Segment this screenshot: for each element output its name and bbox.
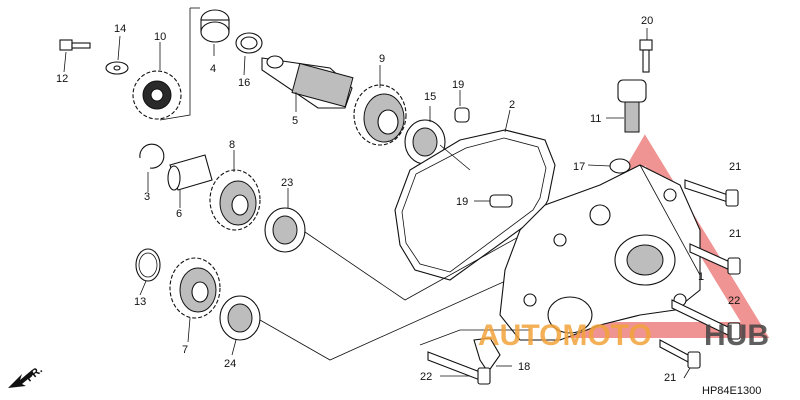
callout-22-a: 22 — [728, 295, 740, 307]
callout-8: 8 — [229, 139, 235, 151]
circlip-3 — [139, 143, 165, 169]
callout-12: 12 — [56, 73, 68, 85]
callout-1: 1 — [698, 271, 704, 283]
callout-21-b: 21 — [729, 228, 741, 240]
bearing-24 — [219, 295, 261, 341]
callout-5: 5 — [292, 115, 298, 127]
sprocket-10 — [132, 70, 182, 120]
leader-12 — [63, 51, 67, 73]
bolt-21-c — [659, 339, 701, 369]
callout-14: 14 — [114, 23, 126, 35]
bolt-22-a — [671, 299, 741, 340]
callout-2: 2 — [509, 99, 515, 111]
gasket-2 — [394, 129, 556, 281]
bolt-22-b — [427, 351, 491, 385]
watermark-text-part2: HUB — [704, 319, 769, 352]
callout-13: 13 — [134, 296, 146, 308]
bolt-21-a — [684, 179, 739, 207]
diagram-code: HP84E1300 — [702, 385, 761, 397]
collar-6 — [167, 154, 213, 191]
sensor-11 — [617, 79, 647, 133]
dowel-19-top — [454, 107, 470, 123]
callout-9: 9 — [379, 53, 385, 65]
gear-8 — [209, 169, 261, 231]
bolt-12 — [59, 39, 91, 51]
watermark-text-part1: AUTOMOTO — [478, 319, 652, 352]
bearing-4 — [200, 9, 230, 43]
bolt-21-b — [689, 243, 741, 275]
callout-21-c: 21 — [664, 372, 676, 384]
callout-17: 17 — [573, 161, 585, 173]
callout-22-b: 22 — [420, 371, 432, 383]
callout-15: 15 — [424, 91, 436, 103]
direction-label: FR. — [24, 364, 45, 385]
bolt-20 — [639, 39, 653, 73]
direction-arrow-icon — [8, 370, 34, 388]
bearing-15 — [404, 119, 446, 165]
callout-18: 18 — [518, 361, 530, 373]
dowel-19-mid — [489, 194, 513, 208]
callout-21-a: 21 — [729, 161, 741, 173]
bracket-18 — [473, 337, 501, 373]
callout-16: 16 — [238, 77, 250, 89]
callout-23: 23 — [281, 177, 293, 189]
gear-9 — [353, 84, 407, 146]
callout-11: 11 — [590, 113, 601, 125]
shaft-5 — [261, 55, 354, 109]
cover-1 — [499, 164, 701, 341]
callout-3: 3 — [144, 191, 150, 203]
callout-10: 10 — [154, 31, 166, 43]
bearing-23 — [264, 207, 306, 253]
callout-19-top: 19 — [452, 79, 464, 91]
callout-4: 4 — [210, 63, 216, 75]
circlip-13 — [135, 248, 161, 282]
callout-6: 6 — [176, 208, 182, 220]
gear-7 — [169, 257, 221, 319]
callout-7: 7 — [182, 344, 188, 356]
callout-labels: 20 14 10 12 4 16 9 5 19 15 2 11 8 3 6 23… — [56, 15, 741, 384]
callout-24: 24 — [224, 358, 236, 370]
watermark-logo: AUTOMOTO HUB — [478, 319, 769, 352]
callout-19-mid: 19 — [456, 196, 468, 208]
callout-20: 20 — [641, 15, 653, 27]
